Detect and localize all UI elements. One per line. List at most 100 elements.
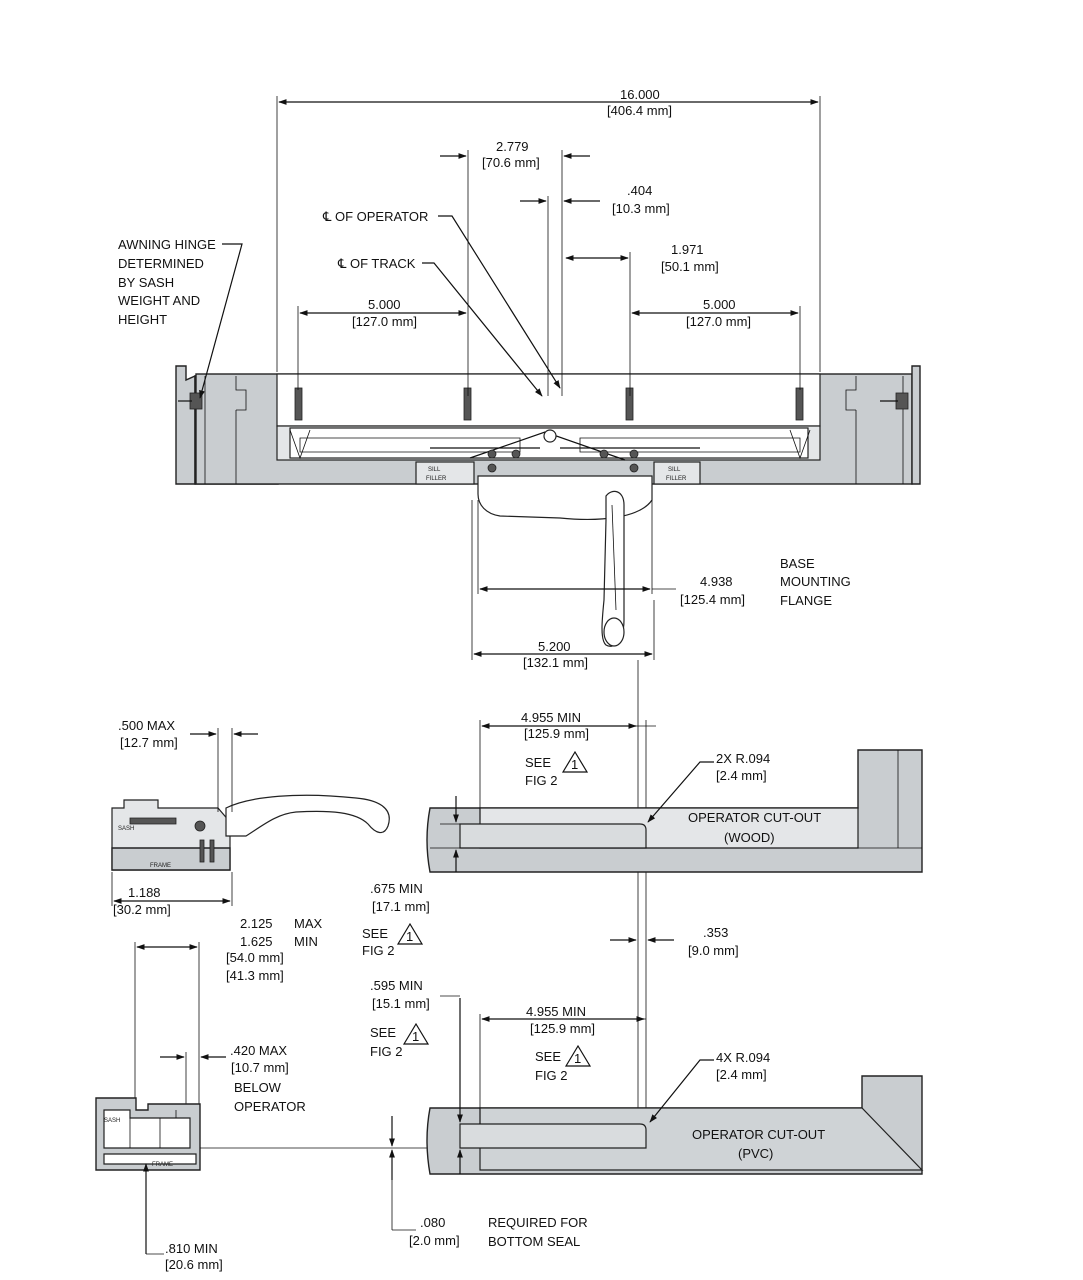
offset-404-mm-label: [10.3 mm] [612,201,670,216]
left-5000-mm-label: [127.0 mm] [352,314,417,329]
dim-2779: 2.779 [70.6 mm] [440,139,590,396]
sill-filler-right-1: SILL [668,467,681,473]
below-operator-line-1: BELOW [234,1080,282,1095]
fig2-595-label: FIG 2 [370,1044,403,1059]
dim-080-label: .080 [420,1215,445,1230]
overall-width-mm-label: [406.4 mm] [607,103,672,118]
centerline-callouts: ℄ OF OPERATOR ℄ OF TRACK [322,209,561,397]
pvc-radius-callout: 4X R.094 [2.4 mm] [649,1050,770,1123]
svg-text:1: 1 [412,1029,419,1044]
width-5200-label: 5.200 [538,639,571,654]
pvc-see-label: SEE [535,1049,561,1064]
flange-4938-label: 4.938 [700,574,733,589]
pvc-radius-mm-label: [2.4 mm] [716,1067,767,1082]
note-triangle-icon: 1 [564,1044,592,1067]
dim-pvc-min-width: 4.955 MIN [125.9 mm] SEE FIG 2 1 [479,1004,646,1124]
svg-text:1: 1 [406,929,413,944]
max-2125-label: 2.125 [240,916,273,931]
hinge-note-line-5: HEIGHT [118,312,167,327]
offset-404-label: .404 [627,183,652,198]
min-595-label: .595 MIN [370,978,423,993]
wood-radius-label: 2X R.094 [716,751,770,766]
cl-operator-label: ℄ OF OPERATOR [322,209,428,224]
max-500-mm-label: [12.7 mm] [120,735,178,750]
wood-see-label: SEE [525,755,551,770]
flange-4938-mm-label: [125.4 mm] [680,592,745,607]
dim-353: .353 [9.0 mm] [610,925,739,958]
hinge-note-line-2: DETERMINED [118,256,204,271]
min-595-mm-label: [15.1 mm] [372,996,430,1011]
wood-radius-callout: 2X R.094 [2.4 mm] [647,751,770,823]
side-section-pvc: SASH FRAME [95,1097,201,1171]
wood-min-width-mm-label: [125.9 mm] [524,726,589,741]
sash-label-wood: SASH [118,826,134,832]
min-675-mm-label: [17.1 mm] [372,899,430,914]
base-flange-line-1: BASE [780,556,815,571]
offset-1971-label: 1.971 [671,242,704,257]
svg-text:1: 1 [571,757,578,772]
sill-filler-left-2: FILLER [426,476,447,482]
dim-353-mm-label: [9.0 mm] [688,943,739,958]
right-5000-label: 5.000 [703,297,736,312]
wood-cutout-line-1: OPERATOR CUT-OUT [688,810,821,825]
width-5200-mm-label: [132.1 mm] [523,655,588,670]
dim-420-max: .420 MAX [10.7 mm] BELOW OPERATOR [160,1043,306,1114]
max-500-label: .500 MAX [118,718,175,733]
right-5000-mm-label: [127.0 mm] [686,314,751,329]
dim-1188-label: 1.188 [128,885,161,900]
hinge-note-line-1: AWNING HINGE [118,237,216,252]
dim-5200: 5.200 [132.1 mm] [471,500,655,670]
svg-text:1: 1 [574,1051,581,1066]
min-810-label: .810 MIN [165,1241,218,1256]
wood-min-width-label: 4.955 MIN [521,710,581,725]
frame-label-pvc: FRAME [152,1162,173,1168]
sill-filler-right-2: FILLER [666,476,687,482]
side-section-wood: SASH FRAME [111,794,390,871]
max-2125-word: MAX [294,916,323,931]
wood-cutout-section [426,749,923,873]
fig2-675-label: FIG 2 [362,943,395,958]
wood-cutout-line-2: (WOOD) [724,830,775,845]
hinge-note-line-3: BY SASH [118,275,174,290]
top-plan-view: SILL FILLER SILL FILLER [175,365,921,647]
dim-2125-1625: 2.125 MAX 1.625 MIN [54.0 mm] [41.3 mm] [134,916,323,1110]
pvc-min-width-mm-label: [125.9 mm] [530,1021,595,1036]
awning-hinge-note: AWNING HINGE DETERMINED BY SASH WEIGHT A… [118,237,243,399]
dim-500-max: .500 MAX [12.7 mm] [118,718,258,812]
see-675-label: SEE [362,926,388,941]
offset-1971-mm-label: [50.1 mm] [661,259,719,274]
dim-1188-mm-label: [30.2 mm] [113,902,171,917]
offset-2779-mm-label: [70.6 mm] [482,155,540,170]
bottom-seal-line-2: BOTTOM SEAL [488,1234,580,1249]
pvc-cutout-section [426,1075,924,1175]
sash-label-pvc: SASH [104,1118,120,1124]
note-triangle-icon: 1 [402,1022,430,1045]
dim-353-label: .353 [703,925,728,940]
pvc-radius-label: 4X R.094 [716,1050,770,1065]
screw-icon [294,387,804,421]
pvc-min-width-label: 4.955 MIN [526,1004,586,1019]
mm-540-label: [54.0 mm] [226,950,284,965]
cl-track-label: ℄ OF TRACK [337,256,416,271]
hinge-icon [178,392,909,410]
base-flange-line-2: MOUNTING [780,574,851,589]
mm-413-label: [41.3 mm] [226,968,284,983]
bottom-seal-line-1: REQUIRED FOR [488,1215,588,1230]
dim-right-5000: 5.000 [127.0 mm] [631,297,801,390]
below-operator-line-2: OPERATOR [234,1099,306,1114]
dim-4938: 4.938 [125.4 mm] [477,500,745,607]
dim-675: .675 MIN [17.1 mm] SEE FIG 2 1 [362,796,460,958]
min-1625-word: MIN [294,934,318,949]
dim-080-mm-label: [2.0 mm] [409,1233,460,1248]
dim-wood-min-width: 4.955 MIN [125.9 mm] SEE FIG 2 1 [479,710,656,820]
min-675-label: .675 MIN [370,881,423,896]
dim-1971: 1.971 [50.1 mm] [565,242,719,396]
dim-810: .810 MIN [20.6 mm] [143,1163,223,1272]
min-1625-label: 1.625 [240,934,273,949]
dim-080: .080 [2.0 mm] REQUIRED FOR BOTTOM SEAL [389,1116,588,1249]
dim-overall-width: 16.000 [406.4 mm] [276,87,821,372]
dim-595: .595 MIN [15.1 mm] SEE FIG 2 1 [370,978,463,1174]
overall-width-label: 16.000 [620,87,660,102]
max-420-mm-label: [10.7 mm] [231,1060,289,1075]
